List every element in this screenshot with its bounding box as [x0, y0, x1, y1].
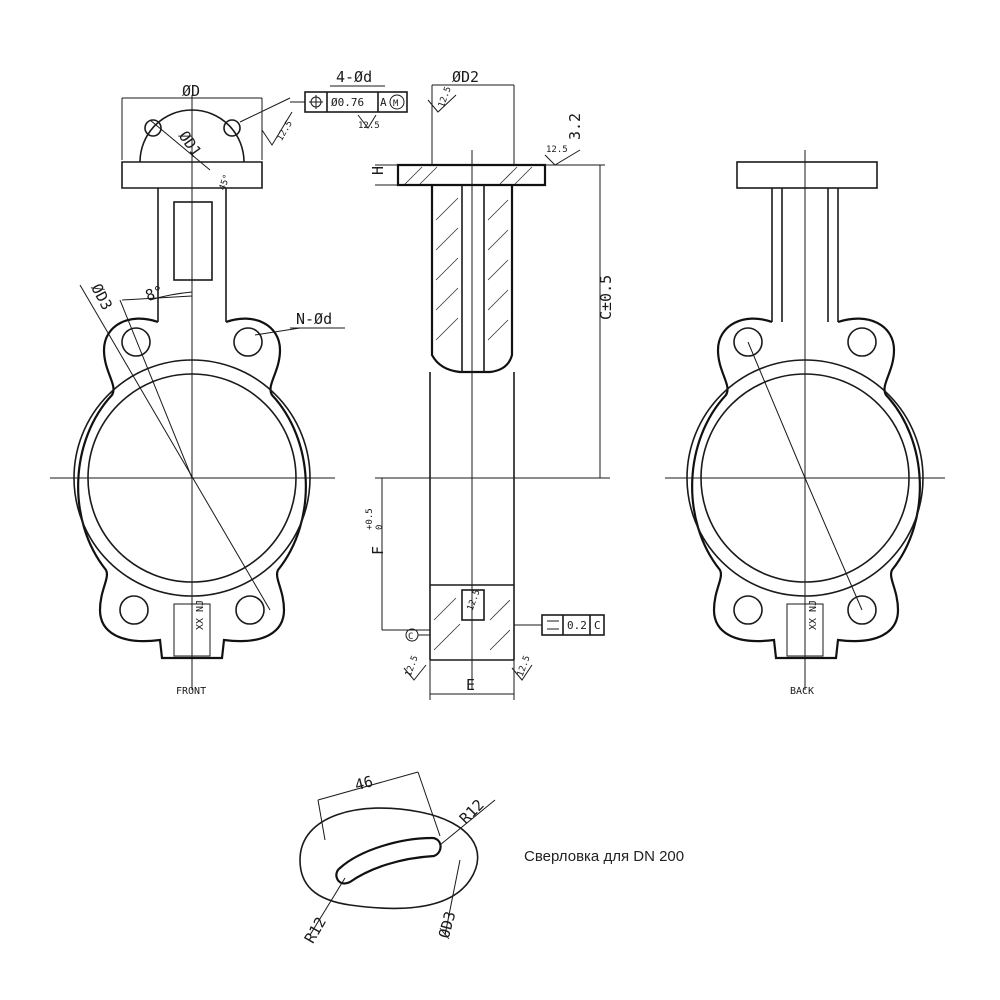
- c-label: C±0.5: [597, 275, 615, 320]
- detail-r-bottom: R12: [301, 914, 330, 946]
- f-tolerance: +0.5: [365, 508, 375, 530]
- position-tolerance: Ø0.76: [331, 96, 364, 109]
- detail-width-label: 46: [353, 772, 375, 794]
- roughness-d2: 12.5: [437, 85, 454, 109]
- four-holes-label: 4-Ød: [336, 68, 372, 86]
- detail-d3-label: ØD3: [435, 909, 459, 940]
- od1-label: ØD1: [175, 128, 205, 161]
- front-stamp: XX NJ: [195, 600, 206, 630]
- n-holes-label: N-Ød: [296, 310, 332, 328]
- roughness-value: 3.2: [566, 113, 584, 140]
- datum-c: C: [408, 632, 413, 642]
- f-tolerance-low: 0: [375, 525, 385, 530]
- e-label: E: [466, 676, 475, 694]
- roughness-bore: 12.5: [466, 588, 483, 612]
- roughness-flange: 12.5: [358, 121, 380, 131]
- detail-r-top: R12: [456, 796, 488, 828]
- roughness-side: 12.5: [546, 145, 568, 155]
- angle45-label: 45°: [218, 173, 233, 192]
- angle-label: 8°: [143, 282, 166, 305]
- back-stamp: XX NJ: [808, 600, 819, 630]
- roughness-bottom-right: 12.5: [516, 654, 533, 678]
- od2-label: ØD2: [452, 68, 479, 86]
- flatness-datum: C: [594, 619, 601, 632]
- roughness-top: 12.5: [275, 119, 295, 143]
- back-view-label: BACK: [790, 686, 814, 697]
- front-view: [50, 85, 408, 690]
- f-label: F: [369, 546, 387, 555]
- side-view: [375, 84, 610, 700]
- front-view-label: FRONT: [176, 686, 206, 697]
- back-view: [665, 150, 945, 690]
- drilling-detail: [299, 771, 496, 936]
- detail-caption: Сверловка для DN 200: [524, 848, 684, 865]
- flatness-value: 0.2: [567, 619, 587, 632]
- h-label: H: [369, 166, 387, 175]
- od3-label: ØD3: [87, 281, 116, 313]
- mmc-symbol: M: [393, 99, 399, 109]
- datum-a: A: [380, 96, 387, 109]
- od-label: ØD: [182, 82, 200, 100]
